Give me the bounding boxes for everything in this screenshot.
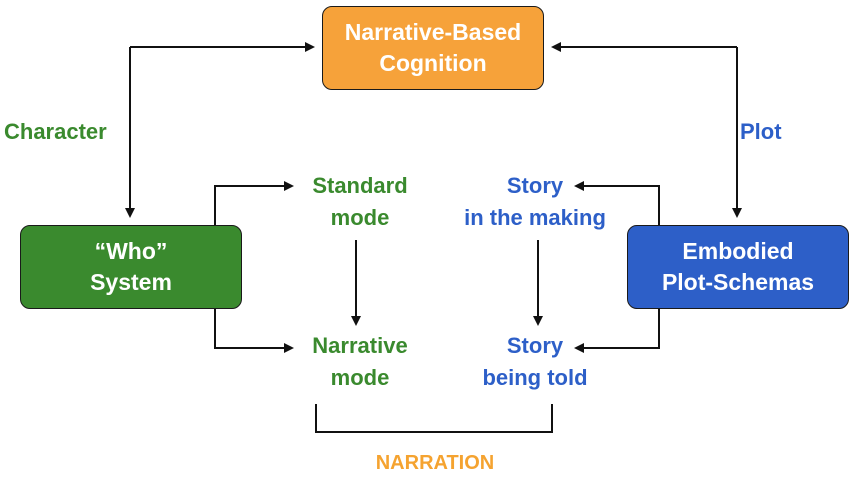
- node-right-line2: Plot-Schemas: [661, 269, 815, 295]
- standard-mode-label: Standard mode: [290, 170, 430, 234]
- who-system-node: “Who” System: [20, 225, 242, 309]
- character-label: Character: [4, 119, 107, 144]
- story-being-told-label: Story being told: [460, 330, 610, 394]
- node-top-line1: Narrative-Based: [344, 19, 522, 45]
- node-right-line1: Embodied: [682, 238, 794, 264]
- story-told-line2: being told: [482, 365, 588, 390]
- narrative-mode-line2: mode: [330, 365, 390, 390]
- standard-mode-line2: mode: [330, 205, 390, 230]
- narrative-mode-line1: Narrative: [312, 333, 408, 358]
- story-making-line1: Story: [506, 173, 564, 198]
- story-told-line1: Story: [506, 333, 564, 358]
- arrow-who-to-narrative: [214, 309, 294, 353]
- story-making-line2: in the making: [464, 205, 606, 230]
- arrow-who-to-standard: [214, 181, 294, 225]
- narration-bracket: [315, 404, 553, 433]
- narrative-based-cognition-node: Narrative-Based Cognition: [322, 6, 544, 90]
- embodied-plot-schemas-node: Embodied Plot-Schemas: [627, 225, 849, 309]
- arrow-plot-to-story-making: [574, 181, 660, 225]
- node-left-line1: “Who”: [94, 238, 168, 264]
- plot-label: Plot: [740, 119, 782, 144]
- story-in-the-making-label: Story in the making: [440, 170, 630, 234]
- narration-label: NARRATION: [375, 452, 495, 474]
- narrative-mode-label: Narrative mode: [290, 330, 430, 394]
- arrow-plot-to-story-told: [574, 309, 660, 353]
- standard-mode-line1: Standard: [312, 173, 408, 198]
- node-left-line2: System: [90, 269, 172, 295]
- node-top-line2: Cognition: [379, 50, 487, 76]
